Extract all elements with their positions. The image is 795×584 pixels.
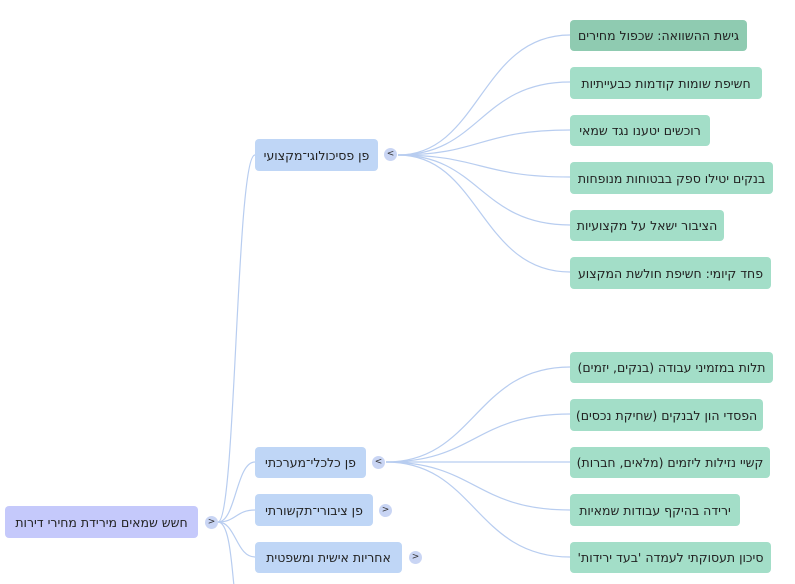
branch-label: אחריות אישית ומשפטית xyxy=(266,550,391,565)
link-b1-leaf-5 xyxy=(397,154,571,226)
branch-expand-toggle[interactable]: > xyxy=(409,551,422,564)
leaf-node[interactable]: תלות במזמיני עבודה (בנקים, יזמים) xyxy=(570,352,773,383)
leaf-label: סיכון תעסוקתי לעמדה 'בעד ירידות' xyxy=(577,550,764,565)
root-collapse-toggle[interactable]: > xyxy=(205,516,218,529)
link-b1-leaf-4 xyxy=(397,154,571,178)
branch-node-psychological-professional[interactable]: פן פסיכולוגי־מקצועי xyxy=(255,139,378,171)
leaf-node[interactable]: קשיי נזילות ליזמים (מלאים, חברות) xyxy=(570,447,770,478)
branch-node-personal-legal-liability[interactable]: אחריות אישית ומשפטית xyxy=(255,542,402,573)
leaf-label: תלות במזמיני עבודה (בנקים, יזמים) xyxy=(577,360,766,375)
link-b1-leaf-1 xyxy=(397,34,571,156)
branch-label: פן פסיכולוגי־מקצועי xyxy=(263,147,370,163)
link-b2-leaf-5 xyxy=(385,461,571,558)
branch-label: פן ציבורי־תקשורתי xyxy=(265,502,363,518)
leaf-label: ירידה בהיקף עבודות שמאיות xyxy=(579,502,731,518)
link-root-branch-4 xyxy=(217,521,256,558)
leaf-node[interactable]: רוכשים יטענו נגד שמאי xyxy=(570,115,710,146)
branch-expand-toggle[interactable]: > xyxy=(379,504,392,517)
leaf-node[interactable]: סיכון תעסוקתי לעמדה 'בעד ירידות' xyxy=(570,542,771,573)
leaf-label: הציבור ישאל על מקצועיות xyxy=(576,218,718,233)
link-b2-leaf-2 xyxy=(385,413,571,463)
link-b1-leaf-2 xyxy=(397,81,571,156)
leaf-node[interactable]: גישת ההשוואה: שכפול מחירים xyxy=(570,20,747,51)
leaf-label: הפסדי הון לבנקים (שחיקת נכסים) xyxy=(575,407,758,423)
root-node[interactable]: חשש שמאים מירידת מחירי דירות xyxy=(5,506,198,538)
branch-node-public-media[interactable]: פן ציבורי־תקשורתי xyxy=(255,494,373,526)
leaf-label: בנקים יטילו ספק בבטוחות מנופחות xyxy=(577,170,766,186)
link-root-branch-2 xyxy=(217,461,256,523)
leaf-label: חשיפת שומות קודמות כבעייתיות xyxy=(581,75,751,91)
branch-node-economic-systemic[interactable]: פן כלכלי־מערכתי xyxy=(255,447,366,478)
leaf-label: גישת ההשוואה: שכפול מחירים xyxy=(577,28,740,43)
leaf-label: קשיי נזילות ליזמים (מלאים, חברות) xyxy=(576,455,764,470)
leaf-node[interactable]: פחד קיומי: חשיפת חולשת המקצוע xyxy=(570,257,771,289)
link-b2-leaf-1 xyxy=(385,366,571,463)
leaf-node[interactable]: חשיפת שומות קודמות כבעייתיות xyxy=(570,67,762,99)
leaf-label: רוכשים יטענו נגד שמאי xyxy=(579,123,701,138)
link-root-branch-3 xyxy=(217,509,256,523)
leaf-node[interactable]: ירידה בהיקף עבודות שמאיות xyxy=(570,494,740,526)
link-b1-leaf-6 xyxy=(397,154,571,273)
link-b1-leaf-3 xyxy=(397,129,571,156)
link-b2-leaf-4 xyxy=(385,461,571,511)
link-root-offscreen xyxy=(217,521,235,584)
branch-label: פן כלכלי־מערכתי xyxy=(265,455,356,470)
root-label: חשש שמאים מירידת מחירי דירות xyxy=(15,514,188,530)
branch-collapse-toggle[interactable]: < xyxy=(372,456,385,469)
leaf-node[interactable]: הציבור ישאל על מקצועיות xyxy=(570,210,724,241)
leaf-node[interactable]: הפסדי הון לבנקים (שחיקת נכסים) xyxy=(570,399,763,431)
branch-collapse-toggle[interactable]: < xyxy=(384,148,397,161)
leaf-label: פחד קיומי: חשיפת חולשת המקצוע xyxy=(577,265,764,281)
leaf-node[interactable]: בנקים יטילו ספק בבטוחות מנופחות xyxy=(570,162,773,194)
link-root-branch-1 xyxy=(217,154,256,523)
